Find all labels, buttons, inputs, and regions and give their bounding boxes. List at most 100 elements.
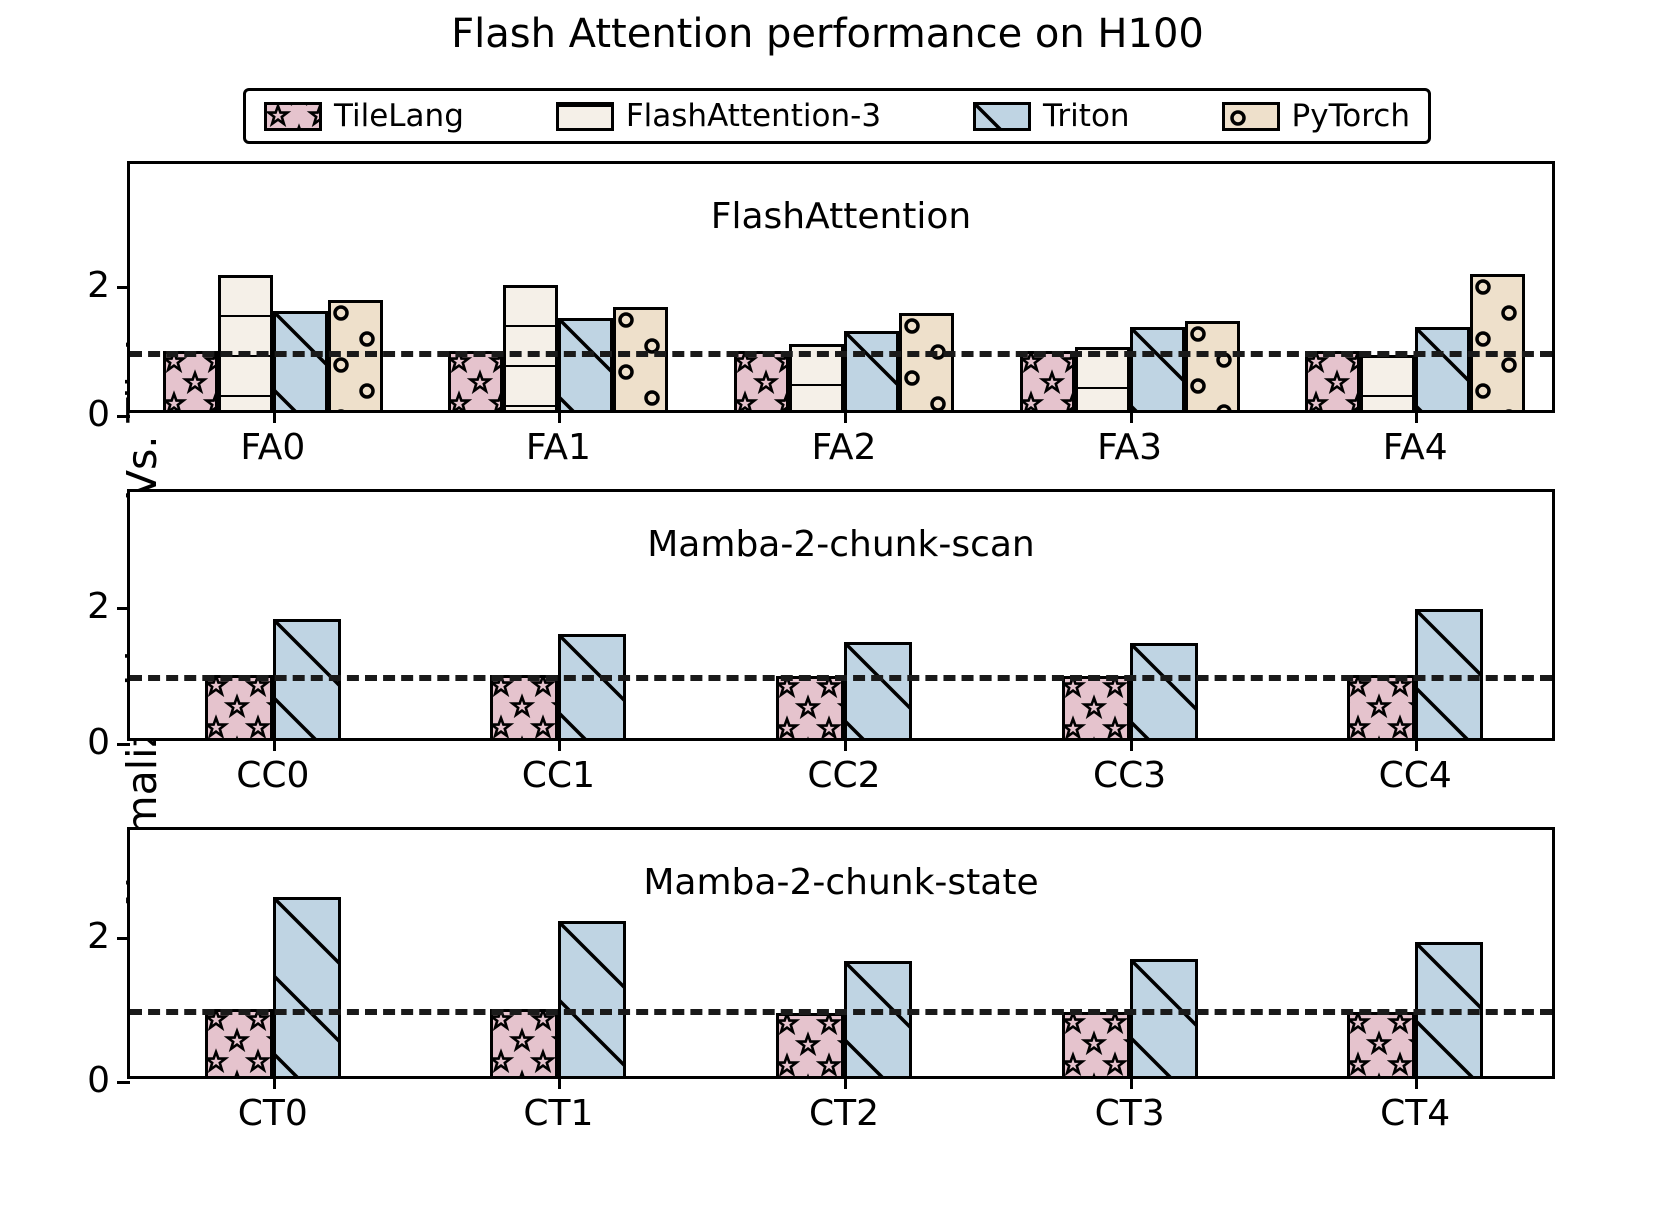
x-tick-label-cc4: CC4 [1378, 755, 1452, 796]
bar-fa1-tilelang [448, 350, 504, 410]
x-tick-label-cc3: CC3 [1093, 755, 1167, 796]
x-tick-mark [1415, 410, 1419, 423]
bar-cc1-tilelang [490, 675, 559, 738]
bar-hatch-diag-icon [1132, 961, 1195, 1076]
legend-label: TileLang [334, 98, 464, 134]
y-tick-mark [117, 415, 130, 418]
legend: TileLang FlashAttention-3 Triton PyTorch [243, 88, 1431, 144]
x-tick-label-ct2: CT2 [808, 1093, 880, 1134]
legend-swatch-hline-icon [555, 101, 614, 131]
bar-hatch-hline-icon [1077, 350, 1127, 410]
y-tick-label: 2 [87, 916, 110, 957]
bar-hatch-star-icon [1308, 353, 1358, 410]
x-tick-mark [272, 410, 276, 423]
x-tick-mark [1415, 1076, 1419, 1089]
y-tick-mark [117, 286, 130, 289]
legend-entry-tilelang[interactable]: TileLang [264, 98, 464, 134]
bar-cc3-triton [1129, 643, 1198, 738]
bar-fa3-tilelang [1019, 350, 1075, 410]
bar-fa3-triton [1129, 326, 1185, 410]
legend-swatch-diag-icon [973, 101, 1032, 131]
x-tick-label-cc2: CC2 [807, 755, 881, 796]
reference-line-1x [130, 675, 1552, 681]
x-tick-mark [272, 1076, 276, 1089]
legend-entry-pytorch[interactable]: PyTorch [1221, 98, 1410, 134]
bar-hatch-star-icon [165, 353, 215, 410]
x-tick-label-ct1: CT1 [523, 1093, 594, 1134]
bar-hatch-diag-icon [561, 320, 611, 410]
x-tick-mark [844, 738, 847, 751]
plot-area: Mamba-2-chunk-state [130, 830, 1552, 1076]
reference-line-1x [130, 1009, 1552, 1015]
y-tick-mark [117, 1081, 130, 1084]
plot-area: FlashAttention [130, 164, 1552, 410]
y-tick-mark [117, 743, 130, 746]
bar-hatch-star-icon [779, 678, 841, 738]
x-tick-label-cc0: CC0 [236, 755, 310, 796]
x-tick-label-fa2: FA2 [811, 427, 877, 468]
x-tick-mark [1129, 738, 1133, 751]
x-tick-label-ct3: CT3 [1094, 1093, 1165, 1134]
bar-fa4-pytorch [1470, 274, 1526, 410]
bar-cc2-tilelang [776, 675, 844, 738]
bar-hatch-circle-icon [1473, 277, 1523, 410]
x-tick-label-ct4: CT4 [1380, 1093, 1451, 1134]
bar-hatch-diag-icon [847, 963, 909, 1076]
bar-hatch-diag-icon [1132, 329, 1182, 410]
bar-hatch-hline-icon [1363, 357, 1413, 410]
subplot-title: Mamba-2-chunk-scan [647, 524, 1035, 565]
x-tick-mark [844, 410, 847, 423]
bar-hatch-diag-icon [1418, 329, 1468, 410]
bar-cc2-triton [844, 642, 912, 738]
bar-hatch-diag-icon [561, 924, 624, 1076]
bar-hatch-star-icon [1350, 678, 1413, 738]
bar-hatch-star-icon [207, 678, 270, 738]
x-tick-mark [1129, 1076, 1133, 1089]
bar-hatch-diag-icon [847, 334, 896, 410]
bar-fa4-flashattention-3 [1360, 355, 1416, 410]
bar-cc3-tilelang [1061, 675, 1130, 738]
legend-entry-flashattention-3[interactable]: FlashAttention-3 [555, 98, 881, 134]
bar-cc0-tilelang [204, 675, 273, 738]
y-tick-mark [117, 937, 130, 940]
subplot-title: Mamba-2-chunk-state [643, 862, 1039, 903]
bar-hatch-diag-icon [561, 637, 624, 738]
bar-hatch-star-icon [779, 1016, 841, 1076]
bar-ct1-triton [558, 921, 627, 1076]
bar-hatch-star-icon [1350, 1014, 1413, 1076]
subplot-flashattention: FlashAttention [87, 161, 1555, 466]
y-tick-label: 0 [87, 1060, 110, 1101]
bar-hatch-star-icon [451, 353, 501, 410]
bar-ct3-triton [1129, 958, 1198, 1076]
bar-hatch-circle-icon [902, 316, 951, 410]
bar-fa0-tilelang [162, 350, 218, 410]
bar-hatch-star-icon [737, 353, 786, 410]
bar-ct0-tilelang [204, 1009, 273, 1076]
y-tick-mark [117, 607, 130, 610]
bar-ct3-tilelang [1061, 1011, 1130, 1076]
bar-hatch-circle-icon [616, 310, 666, 410]
legend-label: PyTorch [1291, 98, 1410, 134]
y-tick-label: 0 [87, 394, 110, 435]
x-tick-mark [844, 1076, 847, 1089]
x-tick-mark [558, 738, 562, 751]
y-tick-label: 2 [87, 265, 110, 306]
subplot-title: FlashAttention [710, 196, 972, 237]
x-tick-mark [1129, 410, 1133, 423]
bar-ct1-tilelang [490, 1009, 559, 1076]
bar-fa2-triton [844, 331, 899, 410]
bar-hatch-star-icon [493, 1012, 556, 1076]
subplot-mamba-2-chunk-state: Mamba-2-chunk-state [87, 827, 1555, 1132]
bar-fa2-tilelang [734, 350, 789, 410]
bar-hatch-hline-icon [506, 287, 556, 410]
legend-entry-triton[interactable]: Triton [973, 98, 1130, 134]
bar-hatch-star-icon [1064, 1014, 1127, 1076]
reference-line-1x [130, 350, 1552, 357]
bar-hatch-diag-icon [847, 645, 909, 738]
x-tick-label-fa1: FA1 [525, 427, 591, 468]
x-tick-label-fa4: FA4 [1382, 427, 1448, 468]
bar-hatch-diag-icon [275, 313, 325, 410]
y-tick-label: 2 [87, 586, 110, 627]
bar-hatch-circle-icon [1187, 323, 1237, 410]
